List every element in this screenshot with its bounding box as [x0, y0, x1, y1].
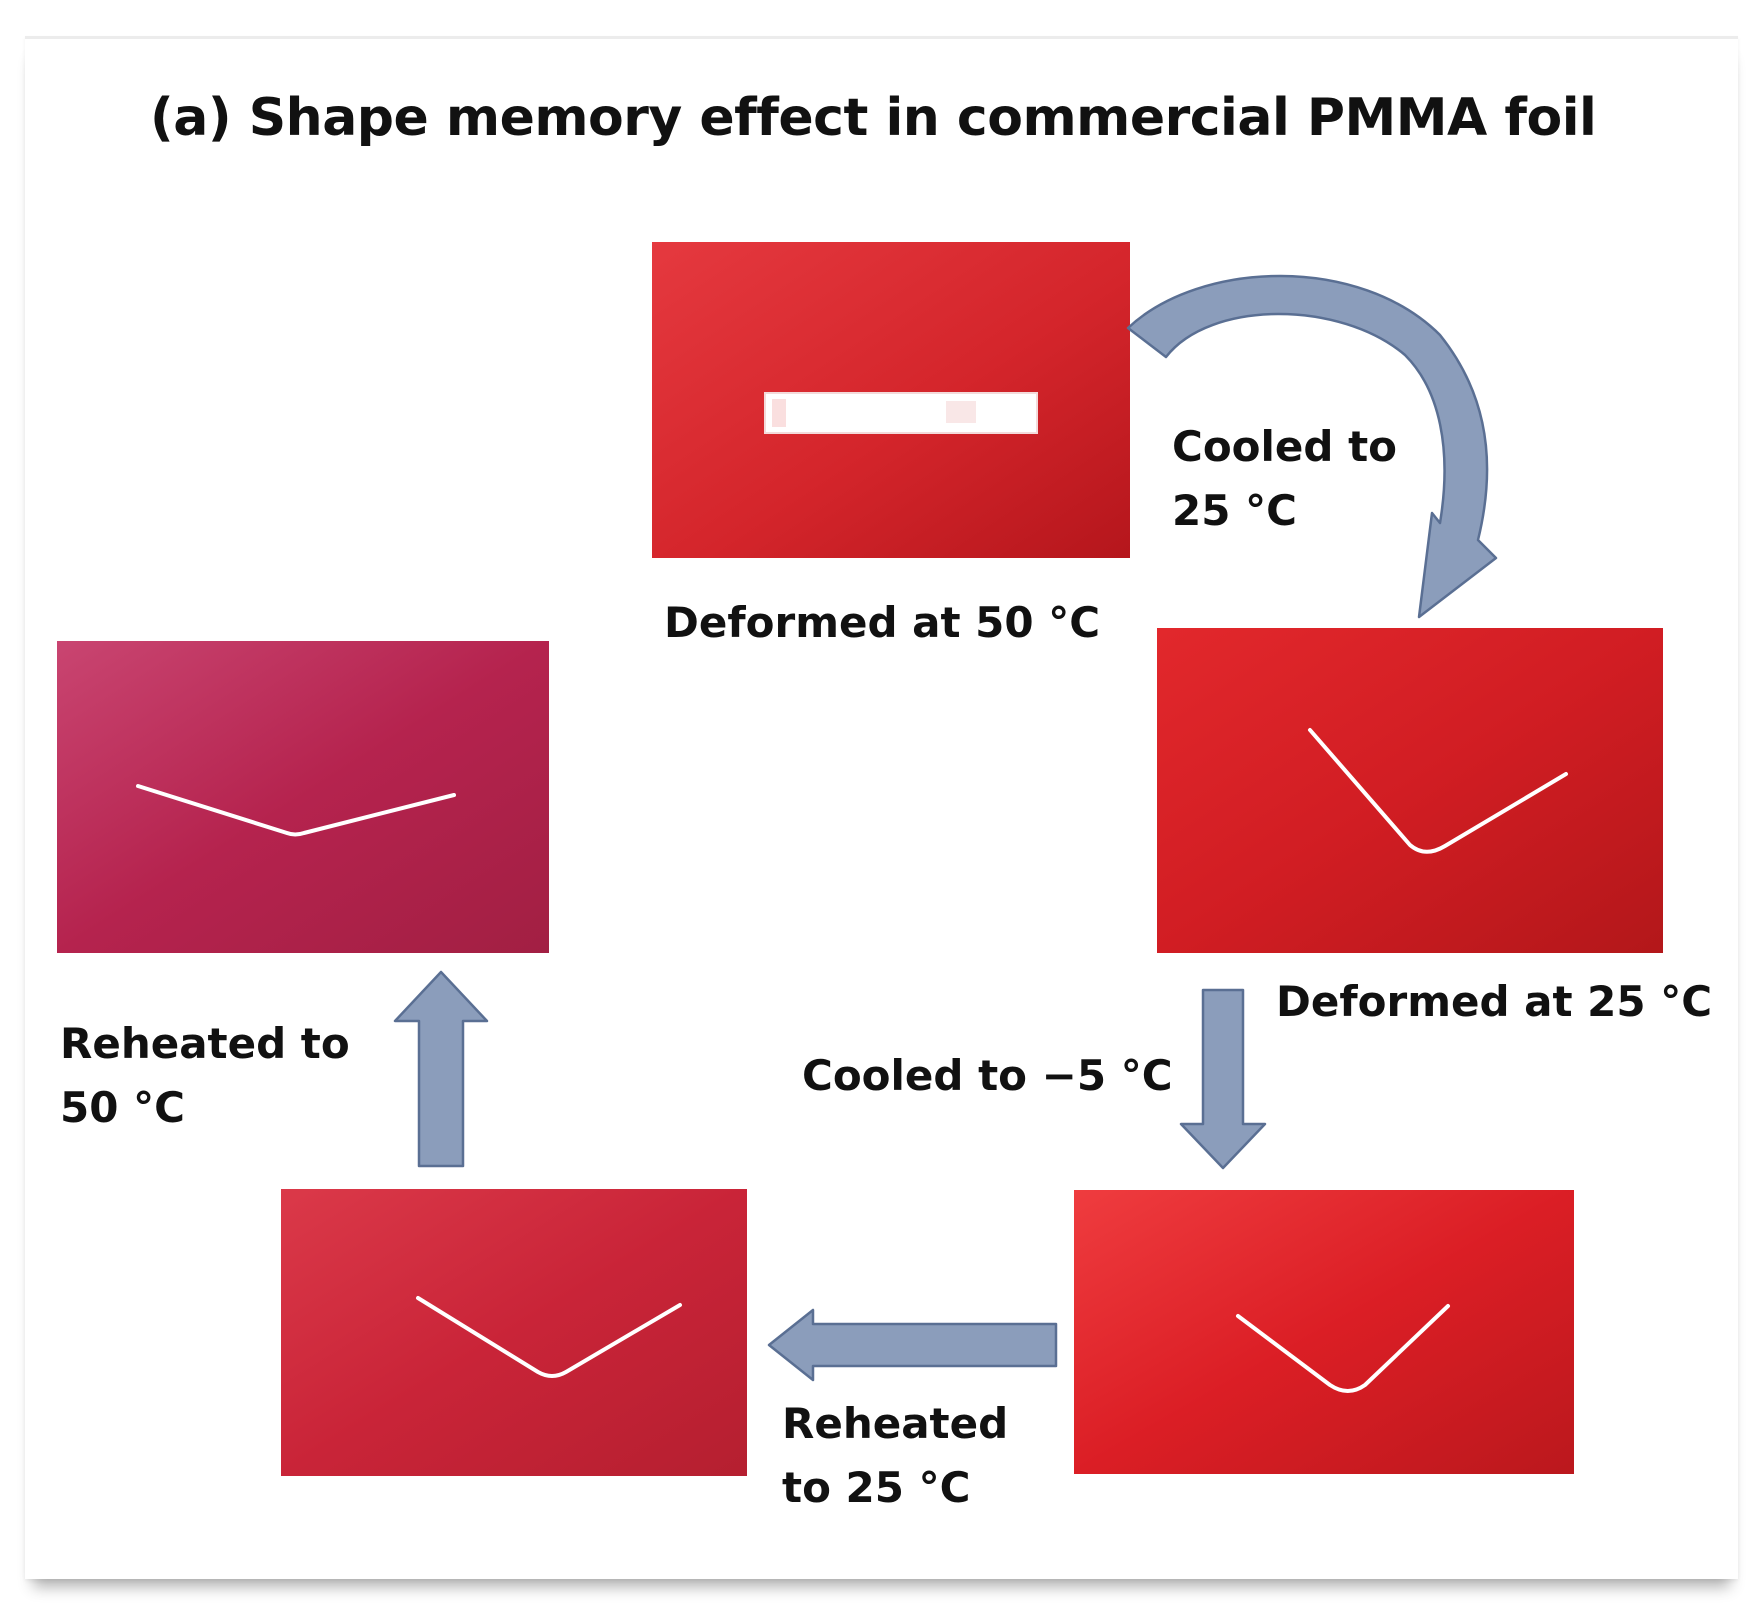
curved-arrow-cool-25c — [1126, 274, 1498, 619]
flat-strip-mark — [764, 392, 1038, 434]
caption-deformed-25c: Deformed at 25 °C — [1276, 977, 1713, 1026]
step-reheated-to-25c: Reheated to 25 °C — [782, 1399, 1009, 1512]
v-bend-mark — [1236, 1304, 1450, 1393]
shallow-v-bend-mark — [136, 784, 456, 837]
up-arrow-reheat-50c — [393, 970, 489, 1168]
down-arrow-cool-minus5c — [1179, 988, 1267, 1170]
v-bend-mark — [1308, 728, 1568, 854]
figure-title: (a) Shape memory effect in commercial PM… — [150, 88, 1597, 148]
step-cooled-to-minus5c: Cooled to −5 °C — [802, 1051, 1173, 1100]
left-arrow-reheat-25c — [767, 1308, 1058, 1382]
caption-deformed-50c: Deformed at 50 °C — [664, 598, 1101, 647]
step-reheated-to-50c: Reheated to 50 °C — [60, 1019, 350, 1132]
sample-cooled-minus5c — [1074, 1190, 1574, 1474]
sample-reheated-50c — [57, 641, 549, 953]
v-bend-mark — [416, 1296, 682, 1378]
step-cooled-to-25c: Cooled to 25 °C — [1172, 422, 1398, 535]
sample-deformed-25c — [1157, 628, 1663, 953]
sample-deformed-50c — [652, 242, 1130, 558]
sample-reheated-25c — [281, 1189, 747, 1476]
